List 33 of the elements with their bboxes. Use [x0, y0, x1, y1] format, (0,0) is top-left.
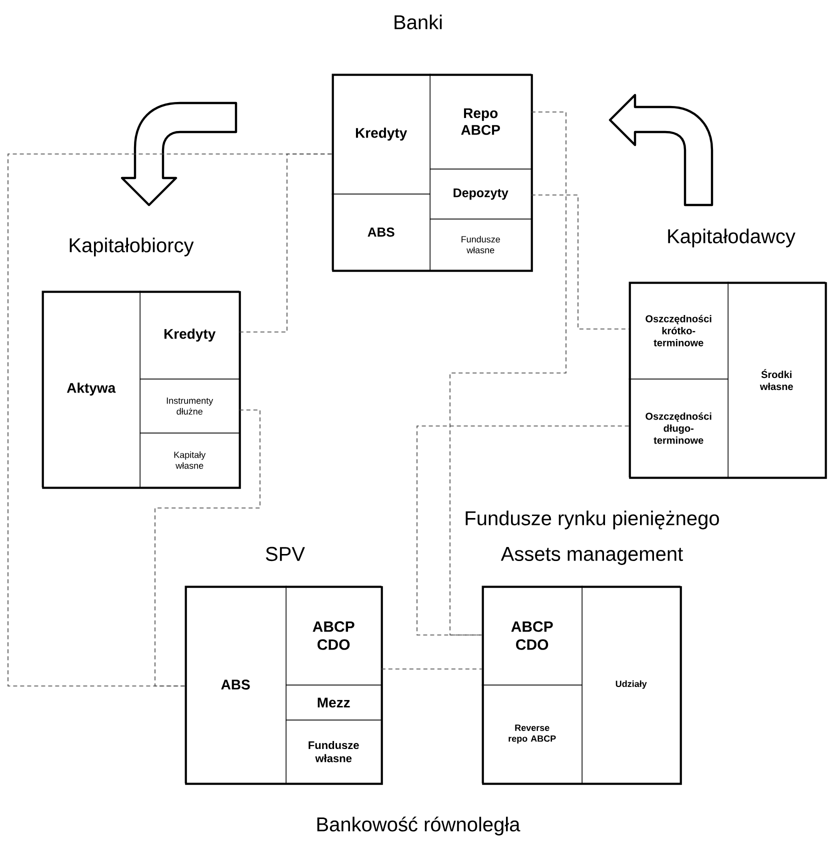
table-cell: ABCP CDO	[482, 586, 582, 686]
table-cell: Oszczędności długo-terminowe	[628, 378, 728, 478]
table-cell: Fundusze własne	[286, 720, 382, 784]
heading: Assets management	[500, 547, 683, 565]
table-cell: ABS	[332, 194, 430, 270]
table-cell: Instrumenty dłużne	[140, 378, 240, 434]
table-cell: Reverse repo ABCP	[482, 684, 582, 784]
heading: Kapitałodawcy	[668, 228, 796, 248]
table-cell: Środki własne	[728, 282, 826, 478]
connector-line	[239, 154, 332, 332]
section-label: Bankowość równoległa	[317, 816, 520, 836]
connector-line	[531, 194, 630, 330]
heading: SPV	[266, 546, 305, 562]
heading: Banki	[394, 14, 442, 30]
heading: Fundusze rynku pieniężnego	[466, 510, 719, 530]
connector-line	[416, 426, 630, 636]
connector-line	[381, 668, 482, 670]
connector-line	[450, 112, 566, 636]
table-cell: Fundusze własne	[430, 218, 532, 270]
heading: Kapitałobiorcy	[70, 238, 194, 256]
connector-line	[154, 410, 260, 686]
table-cell: Repo ABCP	[430, 74, 532, 170]
table-cell: Aktywa	[42, 290, 140, 488]
table-cell: Depozyty	[430, 168, 532, 220]
table-cell: Oszczędności krótko-terminowe	[628, 282, 728, 380]
table-cell: Udziały	[582, 586, 680, 784]
table-cell: Kapitały własne	[140, 432, 240, 488]
connector-line	[8, 154, 332, 686]
table-cell: ABCP CDO	[286, 586, 382, 686]
table-cell: Kredyty	[140, 290, 240, 380]
table-cell: Mezz	[286, 684, 382, 720]
table-cell: Kredyty	[332, 74, 430, 194]
table-cell: ABS	[184, 586, 286, 784]
